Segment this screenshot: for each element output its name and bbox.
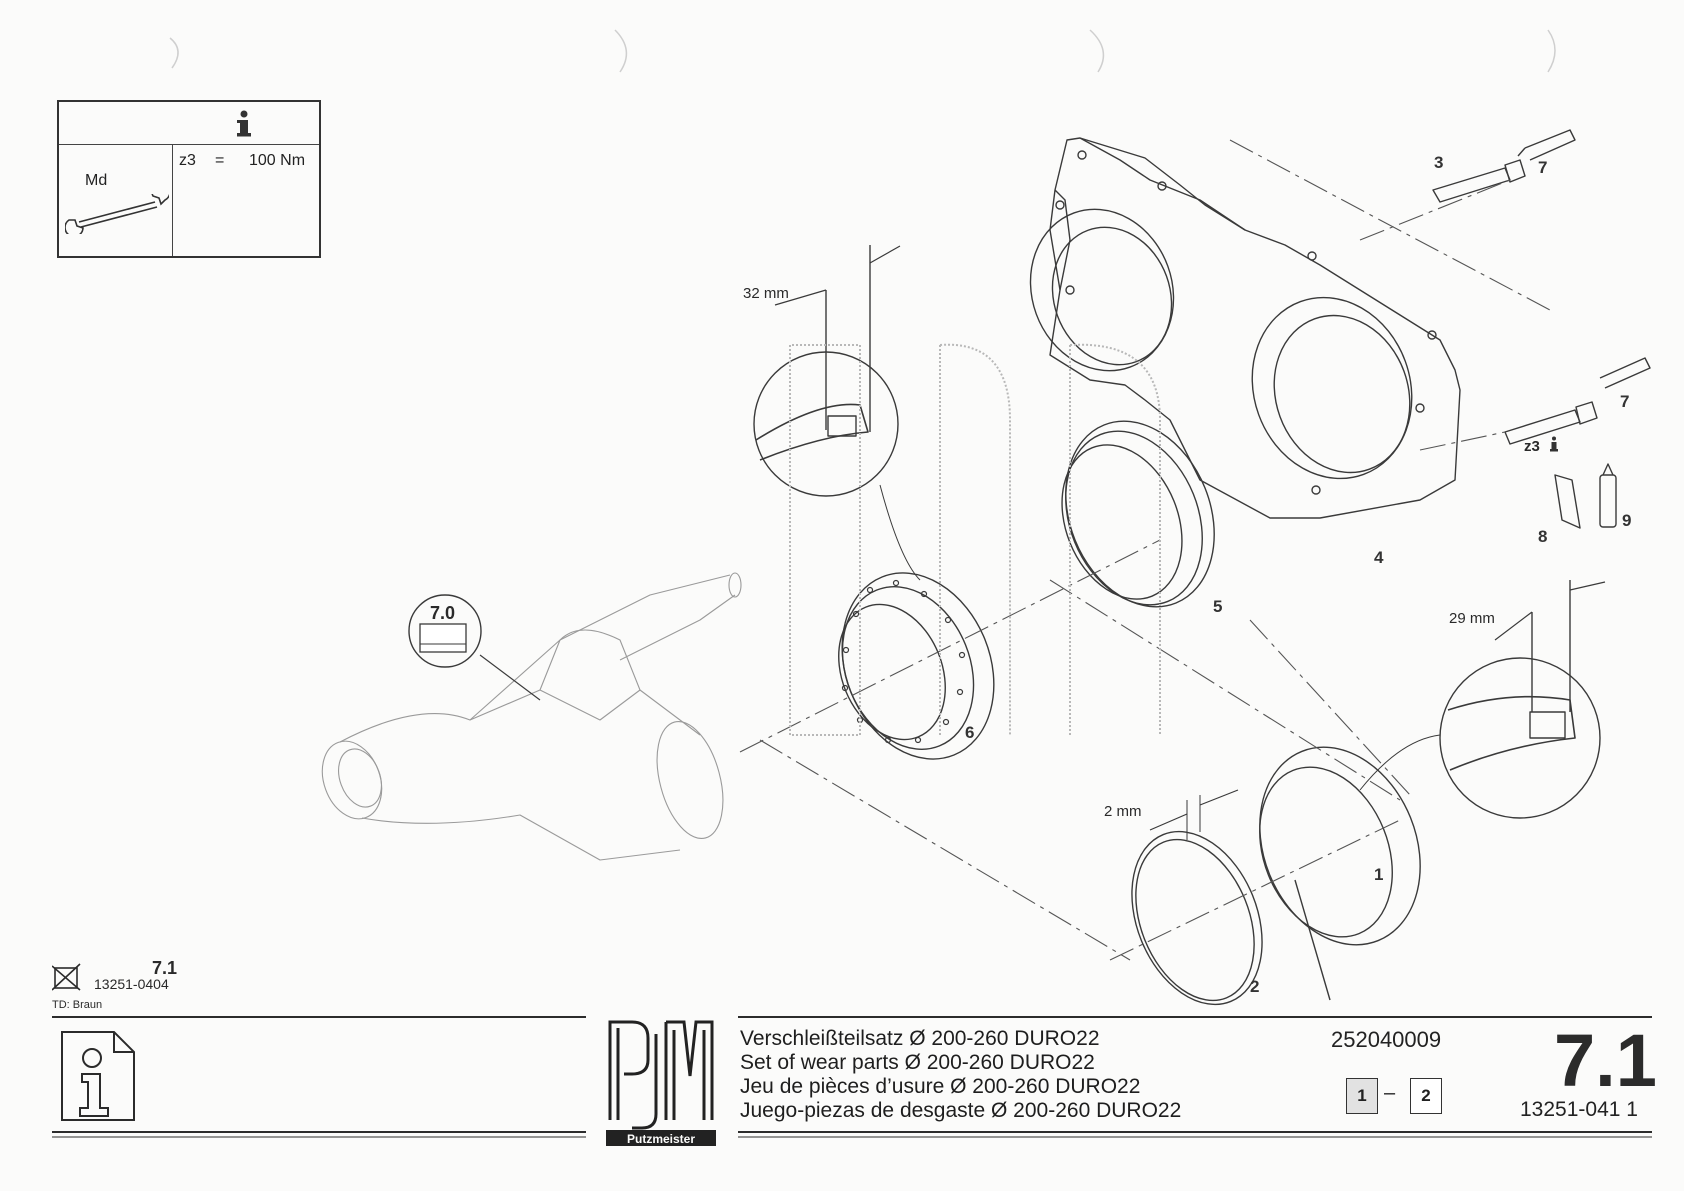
thrust-ring [838, 572, 995, 760]
info-icon [61, 1031, 135, 1121]
title-en: Set of wear parts Ø 200-260 DURO22 [740, 1051, 1095, 1074]
dim-29mm: 29 mm [1449, 610, 1495, 627]
info-icon [237, 110, 251, 137]
ref-badge-label: 7.0 [430, 603, 456, 623]
hex-key [1554, 474, 1581, 529]
callout-1: 1 [1374, 865, 1384, 884]
retaining-ring [1131, 830, 1263, 1006]
wrench-icon [65, 194, 169, 234]
info-icon [1550, 436, 1558, 452]
cutting-ring [1061, 420, 1215, 608]
s-tube [321, 572, 742, 861]
stamp-section: 7.1 [152, 958, 178, 978]
title-de: Verschleißteilsatz Ø 200-260 DURO22 [740, 1027, 1100, 1050]
callout-8: 8 [1538, 527, 1548, 546]
page-current: 1 [1346, 1078, 1378, 1114]
td-label: TD: Braun [52, 999, 103, 1011]
threadlock-bottle [1599, 463, 1617, 528]
stamp-code: 13251-0404 [94, 976, 169, 992]
callout-3: 3 [1434, 153, 1444, 172]
section-number: 7.1 [1554, 1019, 1657, 1102]
table-divider [172, 144, 173, 256]
detail-circle-right [1439, 657, 1601, 819]
wear-ring [1259, 746, 1421, 1001]
page-total: 2 [1410, 1078, 1442, 1114]
title-es: Juego-piezas de desgaste Ø 200-260 DURO2… [740, 1099, 1182, 1122]
callout-9: 9 [1622, 511, 1632, 530]
title-fr: Jeu de pièces d’usure Ø 200-260 DURO22 [740, 1075, 1141, 1098]
callout-5: 5 [1213, 597, 1223, 616]
torque-table-header [59, 102, 319, 145]
callout-7-lower: 7 [1620, 392, 1630, 411]
dim-2mm: 2 mm [1104, 803, 1142, 820]
dim-32mm: 32 mm [743, 285, 789, 302]
bolt-upper [1432, 129, 1576, 203]
bolt-lower [1504, 357, 1651, 445]
putzmeister-logo: Putzmeister [606, 1020, 716, 1146]
wear-plate [1029, 137, 1461, 519]
callout-6: 6 [965, 723, 975, 742]
callout-4: 4 [1374, 548, 1384, 567]
torque-code: z3 [179, 152, 196, 169]
torque-value: 100 Nm [249, 152, 306, 169]
torque-spec-table: Md z3 = 100 Nm [57, 100, 321, 258]
document-number: 13251-041 1 [1520, 1098, 1638, 1121]
ref-badge-circle [408, 594, 482, 668]
part-number: 252040009 [1331, 1027, 1442, 1052]
callout-7-upper: 7 [1538, 158, 1548, 177]
torque-equals: = [215, 152, 225, 169]
z3-marker: z3 [1524, 438, 1540, 455]
watermark [789, 343, 1161, 736]
callout-2: 2 [1250, 977, 1260, 996]
page-separator: – [1384, 1082, 1396, 1104]
logo-text: Putzmeister [627, 1132, 695, 1146]
md-label: Md [85, 172, 108, 189]
crossed-box-icon [52, 963, 81, 991]
